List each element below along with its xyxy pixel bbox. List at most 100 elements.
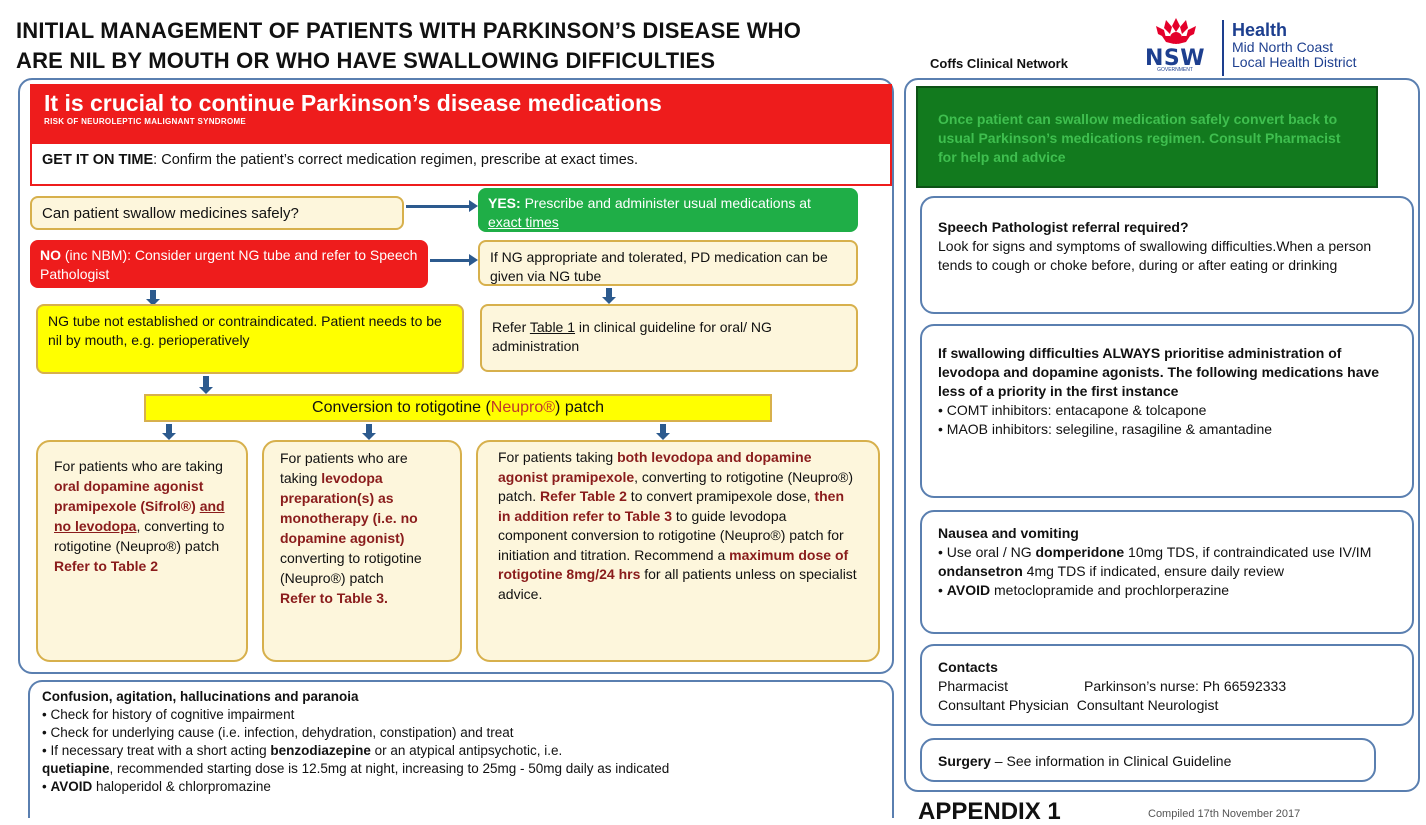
confusion-item-1: Check for history of cognitive impairmen… — [42, 706, 880, 724]
ng-appropriate-text: If NG appropriate and tolerated, PD medi… — [490, 249, 828, 284]
health-logo-text: Health Mid North Coast Local Health Dist… — [1232, 20, 1357, 70]
confusion-item-3c: or an atypical antipsychotic, i.e. — [370, 743, 563, 758]
get-it-on-time-label: GET IT ON TIME — [42, 152, 154, 168]
nsw-government-text: GOVERNMENT — [1157, 67, 1193, 73]
priority-item-2: MAOB inhibitors: selegiline, rasagiline … — [938, 420, 1396, 439]
contact-neurologist: Consultant Neurologist — [1076, 697, 1219, 713]
benzodiazepine-text: benzodiazepine — [270, 743, 371, 758]
health-label: Health — [1232, 20, 1288, 40]
col2-refer-table3: Refer to Table 3. — [280, 590, 388, 606]
nausea-title: Nausea and vomiting — [938, 525, 1079, 541]
compiled-date: Compiled 17th November 2017 — [1148, 808, 1301, 820]
col2-b: levodopa preparation(s) as monotherapy (… — [280, 470, 418, 546]
yes-box: YES: Prescribe and administer usual medi… — [478, 188, 858, 232]
logo-divider — [1222, 20, 1224, 76]
speech-title: Speech Pathologist referral required? — [938, 219, 1189, 235]
ng-not-established-box: NG tube not established or contraindicat… — [36, 304, 464, 374]
ng-not-established-text: NG tube not established or contraindicat… — [48, 313, 442, 348]
page-title: INITIAL MANAGEMENT OF PATIENTS WITH PARK… — [16, 16, 801, 76]
swallow-question: Can patient swallow medicines safely? — [30, 196, 404, 230]
district-line-1: Mid North Coast — [1232, 39, 1334, 55]
option-combined: For patients taking both levodopa and do… — [476, 440, 880, 662]
title-line-2: ARE NIL BY MOUTH OR WHO HAVE SWALLOWING … — [16, 48, 716, 73]
district-line-2: Local Health District — [1232, 54, 1357, 70]
no-text: (inc NBM): Consider urgent NG tube and r… — [40, 247, 418, 282]
nausea-avoid-label: AVOID — [946, 582, 991, 598]
contact-physician: Consultant Physician — [938, 697, 1069, 713]
refer-table1-box: Refer Table 1 in clinical guideline for … — [480, 304, 858, 372]
no-label: NO — [40, 247, 61, 263]
confusion-title: Confusion, agitation, hallucinations and… — [42, 689, 359, 704]
contacts-panel: Contacts Pharmacist Parkinson’s nurse: Ph… — [920, 644, 1414, 726]
col3-a: For patients taking — [498, 449, 618, 465]
col1-c: and no levodopa — [54, 498, 225, 534]
nausea-1c: 10mg TDS, if contraindicated use IV/IM — [1124, 544, 1372, 560]
confusion-item-3e: , recommended starting dose is 12.5mg at… — [109, 761, 670, 776]
speech-text: Look for signs and symptoms of swallowin… — [938, 238, 1372, 273]
nsw-wordmark: NSW — [1144, 46, 1206, 71]
contacts-row-1: Pharmacist Parkinson’s nurse: Ph 66592333 — [938, 677, 1396, 696]
swallow-safely-box: Once patient can swallow medication safe… — [916, 86, 1378, 188]
col3-f: then in addition refer to Table 3 — [498, 488, 845, 524]
col3-h: maximum dose of rotigotine 8mg/24 hrs — [498, 546, 849, 583]
surgery-label: Surgery — [938, 753, 991, 769]
col1-b: oral dopamine agonist pramipexole (Sifro… — [54, 478, 204, 514]
refer-table1-pre: Refer — [492, 319, 530, 335]
col3-b: both levodopa and dopamine agonist prami… — [498, 449, 812, 485]
confusion-panel: Confusion, agitation, hallucinations and… — [28, 680, 894, 818]
arrow-down-ng — [602, 288, 616, 304]
get-it-on-time: GET IT ON TIME: Confirm the patient’s co… — [42, 152, 638, 168]
nausea-2b: metoclopramide and prochlorperazine — [990, 582, 1230, 598]
arrow-to-ng — [430, 254, 478, 266]
priority-item-1-text: COMT inhibitors: entacapone & tolcapone — [946, 402, 1207, 418]
title-line-1: INITIAL MANAGEMENT OF PATIENTS WITH PARK… — [16, 18, 802, 43]
exact-times-link: exact times — [488, 214, 559, 230]
nausea-1a: Use oral / NG — [946, 544, 1036, 560]
col1-d: , converting to rotigotine (Neupro®) pat… — [54, 518, 225, 554]
nausea-panel: Nausea and vomiting Use oral / NG domper… — [920, 510, 1414, 634]
crucial-banner: It is crucial to continue Parkinson’s di… — [30, 84, 892, 186]
swallow-safely-text: Once patient can swallow medication safe… — [938, 111, 1341, 165]
confusion-item-3: If necessary treat with a short acting b… — [42, 742, 880, 760]
waratah-icon — [1156, 18, 1196, 44]
yes-label: YES: — [488, 195, 521, 211]
confusion-item-3a: If necessary treat with a short acting — [50, 743, 271, 758]
nausea-item-1: Use oral / NG domperidone 10mg TDS, if c… — [938, 543, 1396, 581]
contact-pharmacist: Pharmacist — [938, 678, 1009, 694]
domperidone-text: domperidone — [1035, 544, 1125, 560]
ondansetron-text: ondansetron — [938, 563, 1023, 579]
col3-d: Refer Table 2 — [540, 488, 627, 504]
priority-title: If swallowing difficulties ALWAYS priori… — [938, 345, 1380, 399]
nausea-item-2: AVOID metoclopramide and prochlorperazin… — [938, 581, 1396, 600]
col3-e: to convert pramipexole dose, — [626, 488, 815, 504]
confusion-item-3-cont: quetiapine, recommended starting dose is… — [42, 760, 880, 778]
quetiapine-text: quetiapine — [42, 761, 110, 776]
conversion-bar: Conversion to rotigotine (Neupro®) patch — [144, 394, 772, 422]
col3-c: , converting to rotigotine (Neupro®) pat… — [498, 468, 854, 505]
avoid-label: AVOID — [50, 779, 93, 794]
col2-c: converting to rotigotine (Neupro®) patch — [280, 550, 422, 586]
appendix-label: APPENDIX 1 — [918, 798, 1061, 825]
arrow-down-conversion — [199, 376, 213, 394]
contact-nurse: Parkinson’s nurse: Ph 66592333 — [1084, 678, 1287, 694]
confusion-item-2: Check for underlying cause (i.e. infecti… — [42, 724, 880, 742]
network-name: Coffs Clinical Network — [930, 56, 1068, 71]
priority-item-1: COMT inhibitors: entacapone & tolcapone — [938, 401, 1396, 420]
surgery-text: – See information in Clinical Guideline — [990, 753, 1232, 769]
speech-pathologist-panel: Speech Pathologist referral required? Lo… — [920, 196, 1414, 314]
get-it-on-time-text: : Confirm the patient’s correct medicati… — [153, 152, 639, 168]
crucial-title: It is crucial to continue Parkinson’s di… — [44, 90, 662, 116]
table1-link: Table 1 — [529, 319, 576, 335]
col3-i: for all patients unless on specialist ad… — [498, 566, 857, 602]
swallow-question-text: Can patient swallow medicines safely? — [42, 205, 299, 222]
option-levodopa-only: For patients who are taking levodopa pre… — [262, 440, 462, 662]
confusion-item-2-text: Check for underlying cause (i.e. infecti… — [50, 725, 514, 740]
nausea-1e: 4mg TDS if indicated, ensure daily revie… — [1022, 563, 1284, 579]
nms-warning: RISK OF NEUROLEPTIC MALIGNANT SYNDROME — [44, 117, 247, 126]
arrow-down-col1 — [162, 424, 176, 440]
arrow-to-yes — [406, 200, 478, 212]
nsw-logo: NSW GOVERNMENT — [1136, 16, 1216, 73]
yes-text: Prescribe and administer usual medicatio… — [520, 195, 811, 211]
confusion-item-1-text: Check for history of cognitive impairmen… — [50, 707, 295, 722]
contacts-title: Contacts — [938, 659, 998, 675]
